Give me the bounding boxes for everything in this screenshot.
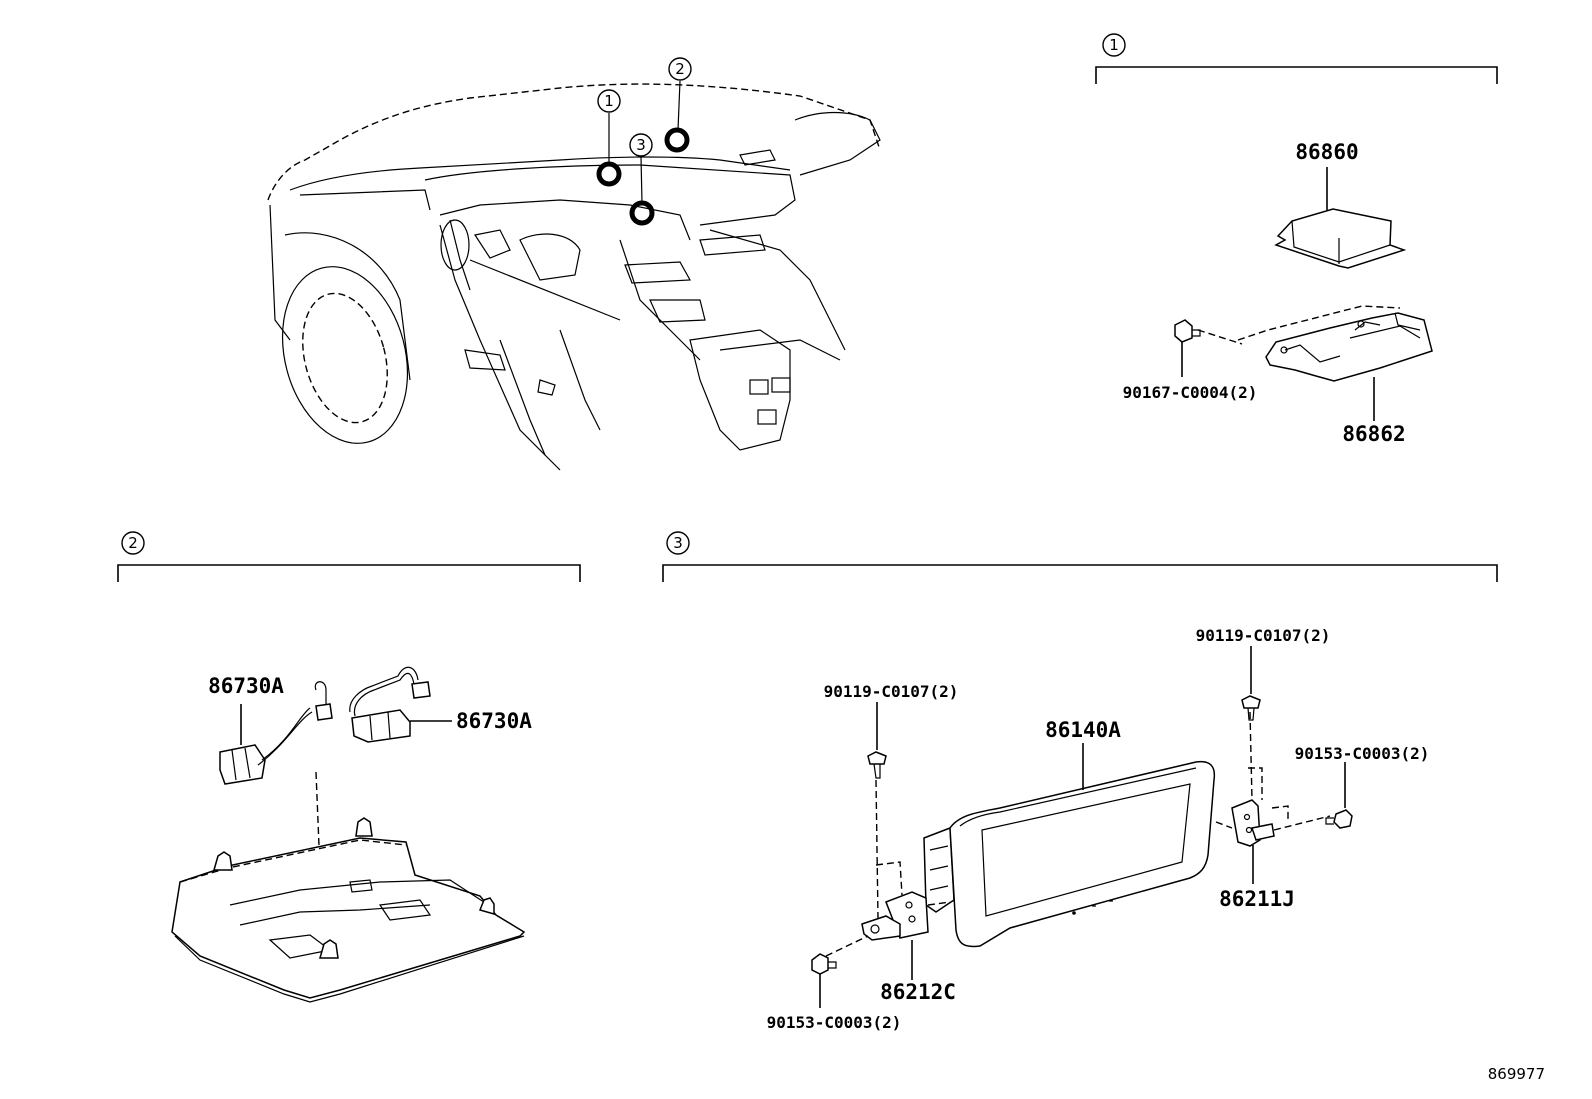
wire-86730A-right: 86730A (349, 666, 532, 743)
screw-90153-C0003-left: 90153-C0003(2) (767, 953, 902, 1032)
label-90119-C0107-right: 90119-C0107(2) (1196, 626, 1331, 645)
wire-86730A-left: 86730A (208, 674, 333, 785)
label-90167-C0004: 90167-C0004(2) (1123, 383, 1258, 402)
svg-text:2: 2 (128, 534, 138, 552)
label-86212C: 86212C (880, 980, 956, 1004)
svg-text:2: 2 (675, 60, 685, 78)
label-86730A-left: 86730A (208, 674, 284, 698)
bracket-86212C: 86212C (825, 779, 956, 1004)
display-86140A: 86140A (923, 718, 1216, 948)
overhead-console-housing (171, 771, 526, 1003)
screw-90153-C0003-right: 90153-C0003(2) (1295, 744, 1430, 829)
screw-90119-C0107-left: 90119-C0107(2) (824, 682, 959, 779)
overview-marker-2: 2 (668, 57, 692, 81)
label-86862: 86862 (1342, 422, 1405, 446)
svg-text:3: 3 (636, 136, 646, 154)
bolt-90167-C0004: 90167-C0004(2) (1123, 319, 1258, 402)
label-90119-C0107-left: 90119-C0107(2) (824, 682, 959, 701)
section-3-header: 3 (662, 531, 1498, 582)
svg-text:1: 1 (604, 92, 614, 110)
label-90153-C0003-right: 90153-C0003(2) (1295, 744, 1430, 763)
svg-text:1: 1 (1109, 36, 1119, 54)
label-86730A-right: 86730A (456, 709, 532, 733)
label-90153-C0003-left: 90153-C0003(2) (767, 1013, 902, 1032)
bracket-86211J: 86211J (1215, 711, 1331, 911)
label-86140A: 86140A (1045, 718, 1121, 742)
overview-marker-3: 3 (629, 133, 653, 157)
dashboard-overview-illustration (267, 80, 881, 471)
section-1-header: 1 (1095, 33, 1498, 84)
svg-text:3: 3 (673, 534, 683, 552)
overview-marker-1: 1 (597, 89, 621, 113)
illustration-number: 869977 (1488, 1065, 1545, 1083)
label-86211J: 86211J (1219, 887, 1295, 911)
bracket-86862: 86862 (1197, 305, 1433, 446)
airbag-sensor-module-86860: 86860 (1274, 140, 1407, 269)
label-86860: 86860 (1295, 140, 1358, 164)
section-2-header: 2 (117, 531, 581, 582)
screw-90119-C0107-right: 90119-C0107(2) (1196, 626, 1331, 721)
